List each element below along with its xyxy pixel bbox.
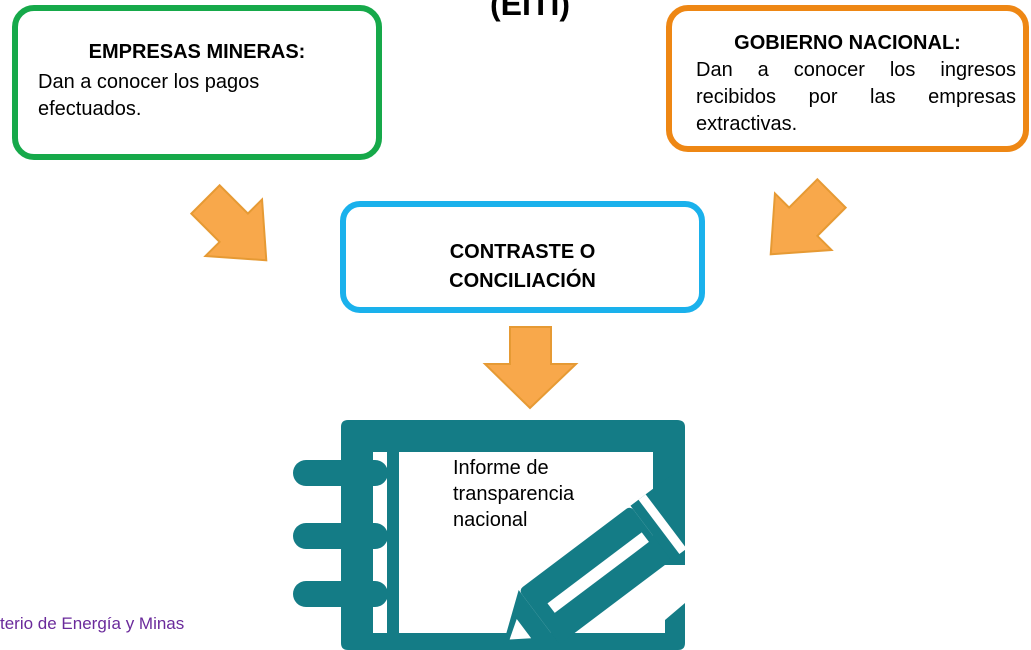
reconciliation-box: CONTRASTE O CONCILIACIÓN bbox=[340, 201, 705, 313]
report-line-1: Informe de bbox=[453, 457, 549, 479]
arrow-down-left-icon bbox=[769, 177, 848, 256]
notebook-pencil-icon bbox=[293, 420, 685, 650]
mining-companies-heading: EMPRESAS MINERAS: bbox=[88, 41, 306, 63]
national-government-heading: GOBIERNO NACIONAL: bbox=[734, 32, 961, 54]
arrow-down-right-icon bbox=[189, 183, 268, 262]
reconciliation-line-2: CONCILIACIÓN bbox=[449, 270, 596, 292]
mining-companies-text: Dan a conocer los pagos efectuados. bbox=[38, 71, 260, 120]
arrow-down-icon bbox=[482, 326, 579, 410]
report-label: Informe de transparencia nacional bbox=[453, 455, 623, 533]
reconciliation-label: CONTRASTE O CONCILIACIÓN bbox=[346, 238, 699, 296]
national-government-text: Dan a conocer los ingresos recibidos por… bbox=[696, 59, 1016, 135]
footer-source: terio de Energía y Minas bbox=[0, 614, 185, 633]
report-line-2: transparencia bbox=[453, 483, 575, 505]
reconciliation-line-1: CONTRASTE O bbox=[449, 241, 596, 263]
diagram-title-fragment: (EITI) bbox=[490, 0, 570, 22]
national-government-box: GOBIERNO NACIONAL: Dan a conocer los ing… bbox=[666, 5, 1029, 152]
mining-companies-box: EMPRESAS MINERAS: Dan a conocer los pago… bbox=[12, 5, 382, 160]
report-line-3: nacional bbox=[453, 509, 528, 531]
